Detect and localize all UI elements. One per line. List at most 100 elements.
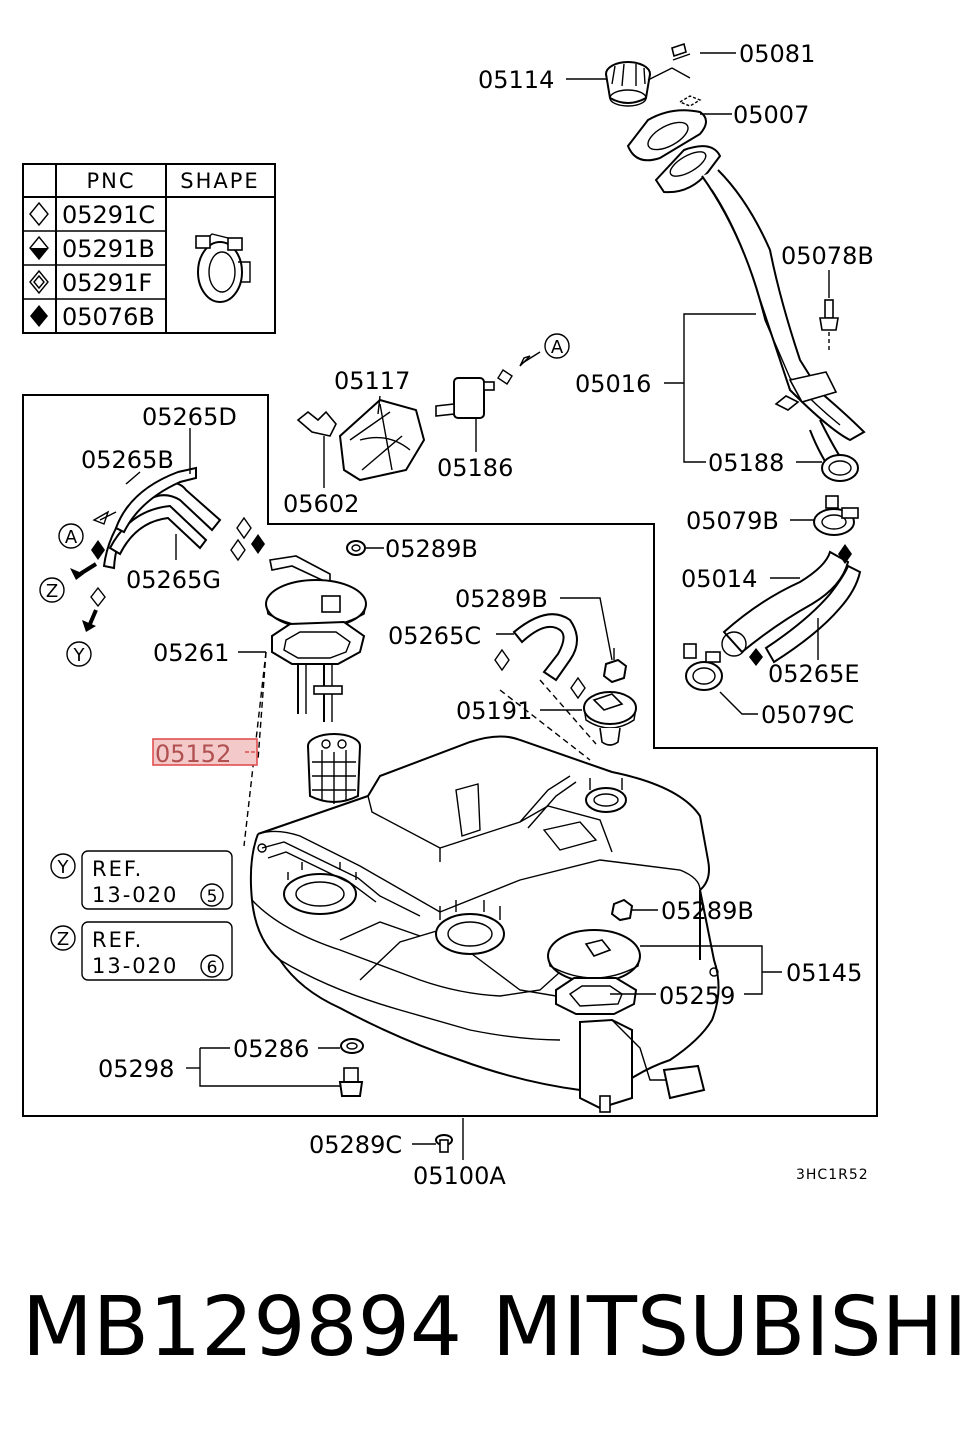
label-05145: 05145 [786,959,862,987]
fuel-filter-05152 [307,733,361,804]
label-05016: 05016 [575,370,651,398]
label-05079c: 05079C [761,701,854,729]
label-05265b: 05265B [81,446,174,474]
nut-05289b-mid [602,648,628,684]
assembly-frame [22,394,878,1117]
legend-header-pnc: PNC [86,169,135,193]
diamond-filled-icon [838,544,852,564]
label-05289b-right: 05289B [661,897,754,925]
valve-05186 [435,377,495,419]
fuel-pump-module [265,555,367,722]
label-05289b-mid: 05289B [455,585,548,613]
marker-a-top: A [544,333,570,359]
label-05261: 05261 [153,639,229,667]
label-05265c: 05265C [388,622,481,650]
marker-a-left: A [58,523,84,549]
sender-unit-05191 [583,691,637,746]
diamond-outline-icon [570,676,586,700]
label-05265e: 05265E [768,660,860,688]
bracket-05602 [296,410,337,437]
legend-table: PNC SHAPE 05291C 05291B 05291F 05076B [22,163,276,334]
label-05081: 05081 [739,40,815,68]
diamond-cross-icon [90,586,106,608]
hose-clamp-05079c [683,643,723,691]
part-labels: 05081 05114 05007 05078B 05016 05188 050… [81,40,874,1190]
label-05114: 05114 [478,66,554,94]
label-05286: 05286 [233,1035,309,1063]
bolt-05289c [435,1134,453,1153]
svg-text:Z: Z [46,581,58,602]
label-05078b: 05078B [781,242,874,270]
legend-pnc-2: 05291B [62,235,155,263]
diamond-filled-icon [30,305,48,327]
filler-hose-05014 [721,550,850,657]
diamond-half-icon [29,235,49,261]
label-05602: 05602 [283,490,359,518]
legend-pnc-4: 05076B [62,303,155,331]
diamond-outline-icon [236,516,252,540]
svg-text:5: 5 [207,887,218,907]
ref-box-z: Z REF. 13-020 6 [50,921,233,981]
fuel-pump-assembly-05145 [547,929,706,1113]
footer: MB129894 MITSUBISHI [0,1280,960,1410]
svg-text:Z: Z [57,929,69,950]
svg-text:REF.: REF. [92,928,143,952]
ref-box-y: Y REF. 13-020 5 [50,850,233,910]
fuel-filler-cap [605,42,691,107]
label-05152: 05152 [155,740,231,768]
label-05289b-top: 05289B [385,535,478,563]
diamond-filled-icon [251,534,265,554]
label-05259: 05259 [659,982,735,1010]
svg-text:REF.: REF. [92,857,143,881]
canister-05117 [338,398,426,482]
label-05014: 05014 [681,565,757,593]
label-05188: 05188 [708,449,784,477]
hose-clamp-icon [195,233,251,303]
bolt-05298 [338,1067,364,1097]
diamond-outline-icon [494,648,510,672]
label-05117: 05117 [334,367,410,395]
vent-hose-05265e [764,564,862,664]
arrow-down-icon [82,609,98,632]
brand-name: MITSUBISHI [492,1280,960,1375]
label-05191: 05191 [456,697,532,725]
svg-text:Y: Y [73,645,86,666]
part-number: MB129894 [22,1280,463,1375]
marker-z: Z [39,577,65,603]
label-05289c: 05289C [309,1131,402,1159]
hose-clamp-05188 [821,454,859,482]
filler-gasket [626,109,707,162]
label-05186: 05186 [437,454,513,482]
arrow-left-icon [92,510,117,525]
label-05265g: 05265G [126,566,221,594]
legend-header-shape: SHAPE [180,169,259,193]
hose-clamp-05079b [813,495,859,536]
svg-text:13-020: 13-020 [92,954,178,978]
svg-text:A: A [551,337,564,358]
svg-text:13-020: 13-020 [92,883,178,907]
diamond-outline-icon [497,369,513,385]
diagram-code: 3HC1R52 [796,1167,869,1183]
svg-text:Y: Y [57,857,70,878]
arrow-down-left-icon [70,562,98,580]
bolt-05078b [819,299,839,352]
label-05265d: 05265D [142,403,237,431]
legend-pnc-1: 05291C [62,201,155,229]
label-05298: 05298 [98,1055,174,1083]
washer-05286 [340,1038,364,1054]
marker-y: Y [66,641,92,667]
legend-pnc-3: 05291F [62,269,152,297]
svg-text:6: 6 [207,958,218,978]
diamond-cross-icon [29,269,49,295]
label-05100a: 05100A [413,1162,506,1190]
diamond-cross-icon [230,538,246,562]
diamond-filled-icon [749,648,763,666]
nut-05289b-right [610,898,634,922]
diamond-outline-icon [29,201,49,227]
diamond-half-icon [91,540,105,560]
label-05007: 05007 [733,101,809,129]
hose-05265c [512,613,578,682]
leader-lines [125,52,830,1160]
svg-text:A: A [65,527,78,548]
